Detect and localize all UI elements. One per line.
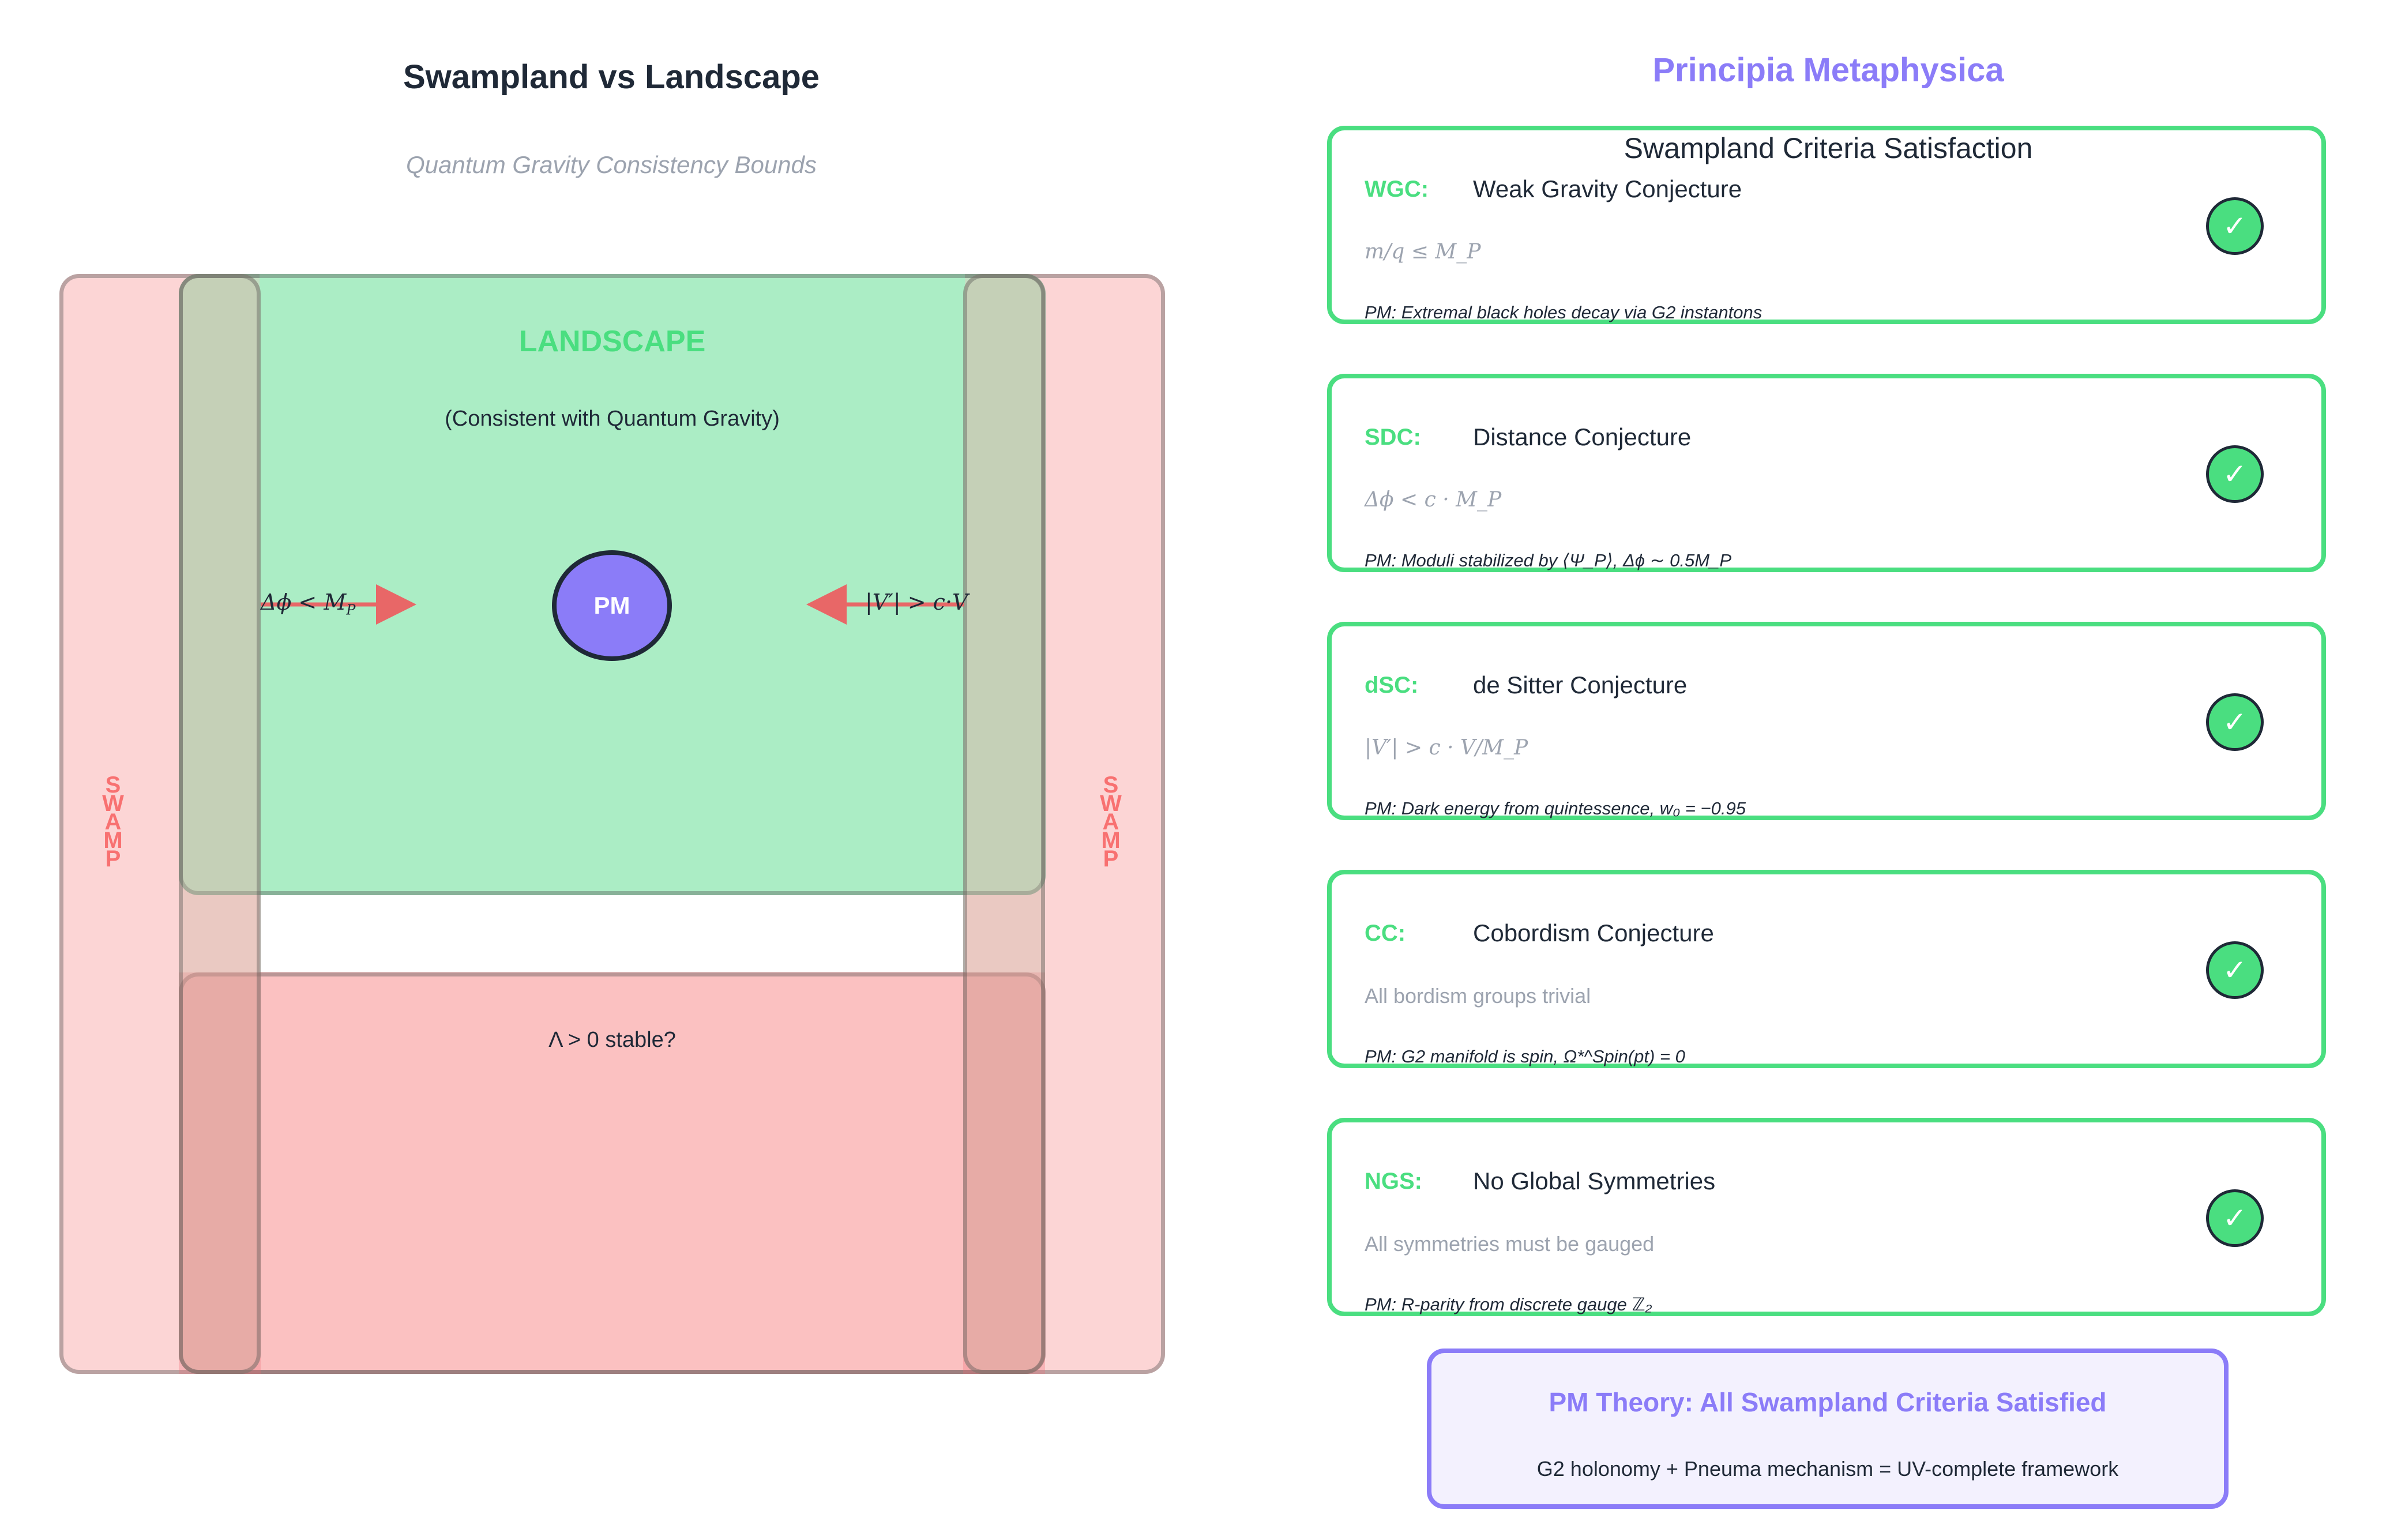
criterion-formula: m/q ≤ M_P bbox=[1365, 240, 1481, 264]
criterion-abbr: SDC: bbox=[1365, 425, 1421, 450]
diagram-title: Swampland vs Landscape bbox=[403, 58, 820, 96]
criterion-name: No Global Symmetries bbox=[1473, 1167, 1716, 1195]
diagram-subtitle: Quantum Gravity Consistency Bounds bbox=[406, 151, 817, 178]
summary-text: G2 holonomy + Pneuma mechanism = UV-comp… bbox=[1536, 1457, 2119, 1481]
swamp-letter: P bbox=[1103, 846, 1119, 872]
swamp-letter: S bbox=[105, 772, 121, 798]
summary-box: PM Theory: All Swampland Criteria Satisf… bbox=[1427, 1349, 2229, 1509]
criterion-note: PM: Moduli stabilized by ⟨Ψ_P⟩, Δϕ ∼ 0.5… bbox=[1365, 550, 1732, 570]
pm-node: PM bbox=[552, 550, 672, 661]
landscape-label: LANDSCAPE bbox=[518, 325, 706, 358]
criterion-name: de Sitter Conjecture bbox=[1473, 671, 1688, 698]
criterion-abbr: CC: bbox=[1365, 921, 1406, 946]
desitter-bound-label: |V′| > c·V bbox=[865, 589, 968, 615]
lower-band-strip-right bbox=[963, 972, 1045, 1374]
lower-band-strip-left bbox=[179, 972, 261, 1374]
boundary-pillar-right bbox=[963, 274, 1045, 1374]
check-icon: ✓ bbox=[2206, 197, 2264, 255]
criteria-heading: Swampland Criteria Satisfaction bbox=[1624, 132, 2033, 164]
landscape-subtitle: (Consistent with Quantum Gravity) bbox=[445, 407, 780, 431]
swamp-letter: S bbox=[1103, 772, 1119, 798]
swamp-letter: W bbox=[1100, 791, 1122, 816]
criterion-formula: All symmetries must be gauged bbox=[1365, 1232, 1655, 1256]
swamp-letter: A bbox=[104, 809, 122, 835]
criterion-formula: |V′| > c · V/M_P bbox=[1365, 736, 1528, 760]
criterion-name: Cobordism Conjecture bbox=[1473, 919, 1714, 946]
check-icon: ✓ bbox=[2206, 445, 2264, 503]
criterion-formula: Δϕ < c · M_P bbox=[1365, 488, 1502, 512]
summary-title: PM Theory: All Swampland Criteria Satisf… bbox=[1549, 1387, 2107, 1417]
criterion-note: PM: R-parity from discrete gauge ℤ₂ bbox=[1365, 1294, 1652, 1314]
criterion-card-sdc: SDC: Distance Conjecture Δϕ < c · M_P PM… bbox=[1327, 374, 2326, 572]
criterion-card-cc: CC: Cobordism Conjecture All bordism gro… bbox=[1327, 870, 2326, 1068]
criterion-name: Distance Conjecture bbox=[1473, 423, 1692, 450]
boundary-pillar-left bbox=[179, 274, 261, 1374]
lower-swamp-band bbox=[179, 972, 1046, 1374]
criterion-formula: All bordism groups trivial bbox=[1365, 984, 1591, 1008]
criterion-card-wgc: WGC: Weak Gravity Conjecture m/q ≤ M_P P… bbox=[1327, 126, 2326, 324]
swamp-letter: M bbox=[103, 828, 123, 853]
swamp-letter: P bbox=[105, 846, 121, 872]
distance-bound-label: Δϕ < MP bbox=[261, 589, 356, 618]
swamp-letter: M bbox=[1101, 828, 1121, 853]
criterion-abbr: WGC: bbox=[1365, 176, 1429, 202]
criterion-card-dsc: dSC: de Sitter Conjecture |V′| > c · V/M… bbox=[1327, 622, 2326, 820]
check-icon: ✓ bbox=[2206, 1189, 2264, 1247]
swamp-letter: W bbox=[102, 791, 124, 816]
check-icon: ✓ bbox=[2206, 693, 2264, 751]
criterion-note: PM: Extremal black holes decay via G2 in… bbox=[1365, 302, 1763, 322]
criterion-note: PM: Dark energy from quintessence, w₀ = … bbox=[1365, 798, 1746, 818]
lambda-stability-label: Λ > 0 stable? bbox=[548, 1028, 676, 1052]
criterion-note: PM: G2 manifold is spin, Ω*^Spin(pt) = 0 bbox=[1365, 1046, 1685, 1066]
criterion-name: Weak Gravity Conjecture bbox=[1473, 175, 1742, 202]
panel-title: Principia Metaphysica bbox=[1652, 51, 2004, 89]
criterion-card-ngs: NGS: No Global Symmetries All symmetries… bbox=[1327, 1118, 2326, 1316]
criterion-abbr: dSC: bbox=[1365, 673, 1419, 698]
check-icon: ✓ bbox=[2206, 941, 2264, 999]
criterion-abbr: NGS: bbox=[1365, 1169, 1422, 1194]
swamp-letter: A bbox=[1102, 809, 1119, 835]
